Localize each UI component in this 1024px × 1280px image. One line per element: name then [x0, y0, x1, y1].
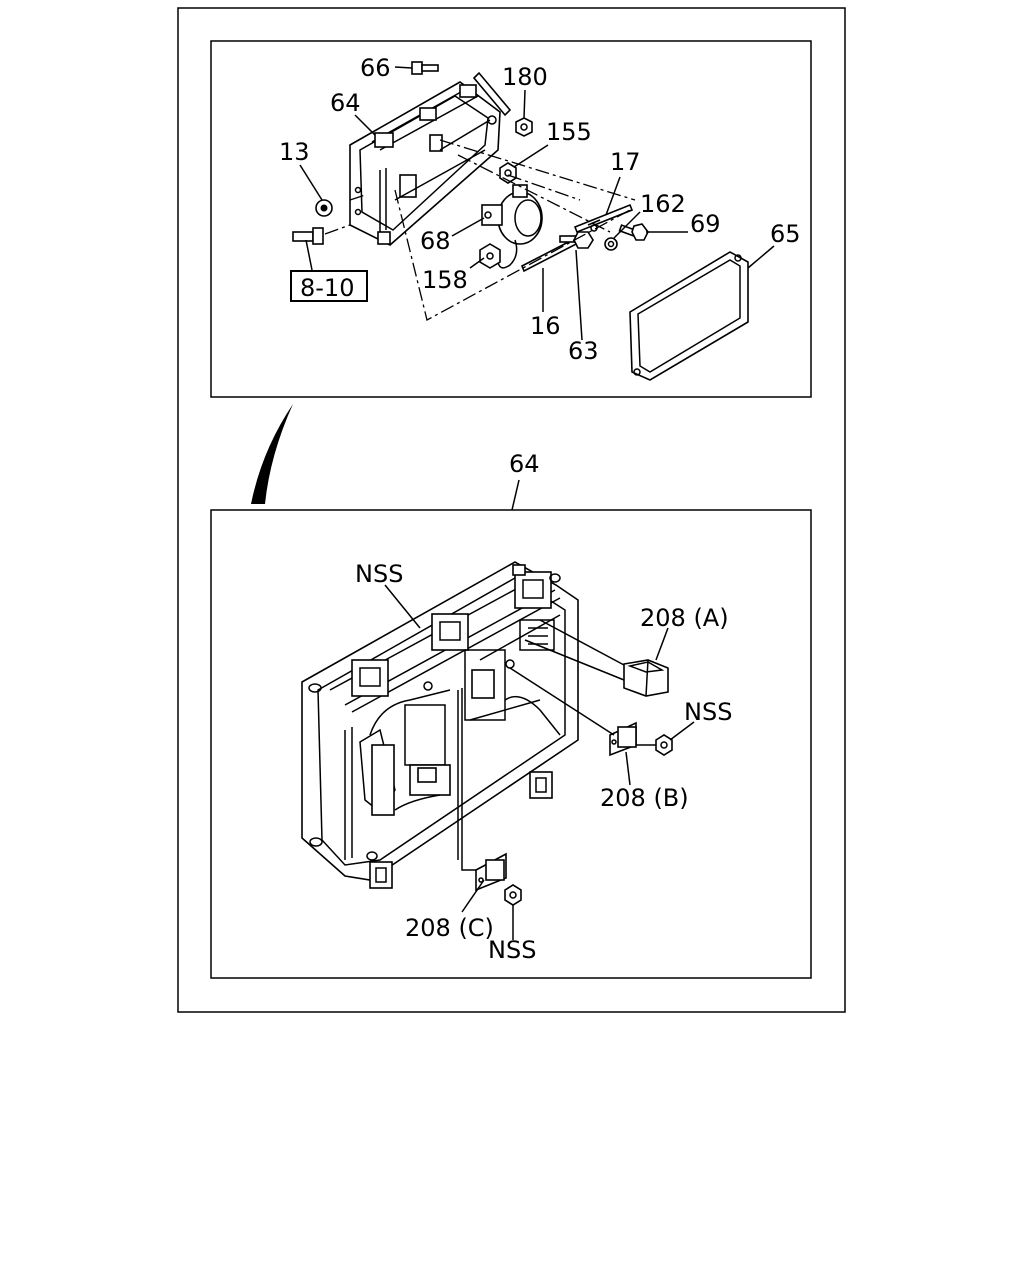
nut-180: [515, 117, 533, 137]
lower-panel: NSS 208 (A) NSS 208 (B) 208 (C) NSS: [210, 509, 812, 979]
upper-panel: 66 180 64 155 13 17 162 69 65 68 158 16 …: [210, 40, 812, 398]
assembly-line-208b: [509, 667, 615, 736]
callout-158: 158: [422, 266, 468, 294]
callout-180: 180: [502, 63, 548, 91]
leader-158: [469, 257, 485, 269]
callout-13: 13: [279, 138, 310, 166]
cover-65: [629, 251, 749, 381]
relay-208b: [609, 721, 637, 757]
assembly-line-plug: [324, 224, 351, 235]
callout-155: 155: [546, 118, 592, 146]
leader-68: [451, 217, 485, 237]
assembly-line-nut: [507, 174, 581, 201]
bolt-69: [618, 223, 649, 241]
leader-208b: [625, 751, 631, 786]
controller-housing: [349, 81, 501, 246]
bolt-66: [411, 61, 439, 75]
callout-162: 162: [640, 190, 686, 218]
leader-nss-right: [669, 721, 695, 741]
relay-208a: [623, 659, 669, 697]
rod-17: [573, 203, 634, 234]
callout-65: 65: [770, 220, 801, 248]
leader-208c: [461, 879, 485, 913]
reference-label: 8-10: [300, 274, 354, 302]
assembly-line-lower: [394, 189, 631, 321]
plug-8-10: [292, 227, 324, 245]
actuator-68: [481, 184, 543, 269]
callout-208c: 208 (C): [405, 914, 494, 942]
nut-nss-bottom: [504, 884, 522, 906]
leader-13: [299, 164, 323, 201]
callout-63: 63: [568, 337, 599, 365]
callout-208a: 208 (A): [640, 604, 729, 632]
upper-panel-frame: [210, 40, 812, 398]
leader-8-10: [305, 239, 313, 271]
nut-nss-right: [655, 734, 673, 756]
leader-17: [605, 176, 621, 216]
detail-arrow: [251, 404, 293, 504]
leader-162: [613, 211, 641, 239]
callout-68: 68: [420, 227, 451, 255]
leader-64: [354, 114, 376, 136]
callout-64: 64: [330, 89, 361, 117]
leader-63: [575, 249, 583, 341]
leader-nss-top: [384, 584, 421, 629]
callout-208b: 208 (B): [600, 784, 689, 812]
callout-16: 16: [530, 312, 561, 340]
pipe-180: [472, 71, 512, 125]
reference-box: [290, 270, 368, 302]
callout-66: 66: [360, 54, 391, 82]
callout-17: 17: [610, 148, 641, 176]
assembly-line-upper: [439, 139, 636, 201]
assembly-line-13: [349, 194, 366, 201]
assembly-line-208a: [524, 639, 625, 681]
assembly-line-208a-2: [539, 619, 625, 666]
outer-frame: [177, 7, 846, 1013]
washer-162: [604, 237, 618, 251]
leader-65: [747, 245, 775, 269]
leader-180: [523, 89, 526, 119]
leader-155: [513, 144, 549, 168]
lower-panel-frame: [210, 509, 812, 979]
leader-detail-64: [511, 479, 520, 511]
callout-nss-top: NSS: [355, 560, 403, 588]
detail-ref-label: 64: [509, 450, 540, 478]
leader-66: [394, 66, 413, 69]
callout-69: 69: [690, 210, 721, 238]
assembly-line-208c: [461, 858, 476, 871]
grommet-158: [479, 243, 501, 269]
callout-nss-bottom: NSS: [488, 936, 536, 964]
leader-208a: [655, 627, 669, 661]
callout-nss-right: NSS: [684, 698, 732, 726]
housing-detail: [301, 561, 579, 889]
connector-13: [315, 199, 333, 217]
assembly-line-mid: [457, 154, 611, 233]
